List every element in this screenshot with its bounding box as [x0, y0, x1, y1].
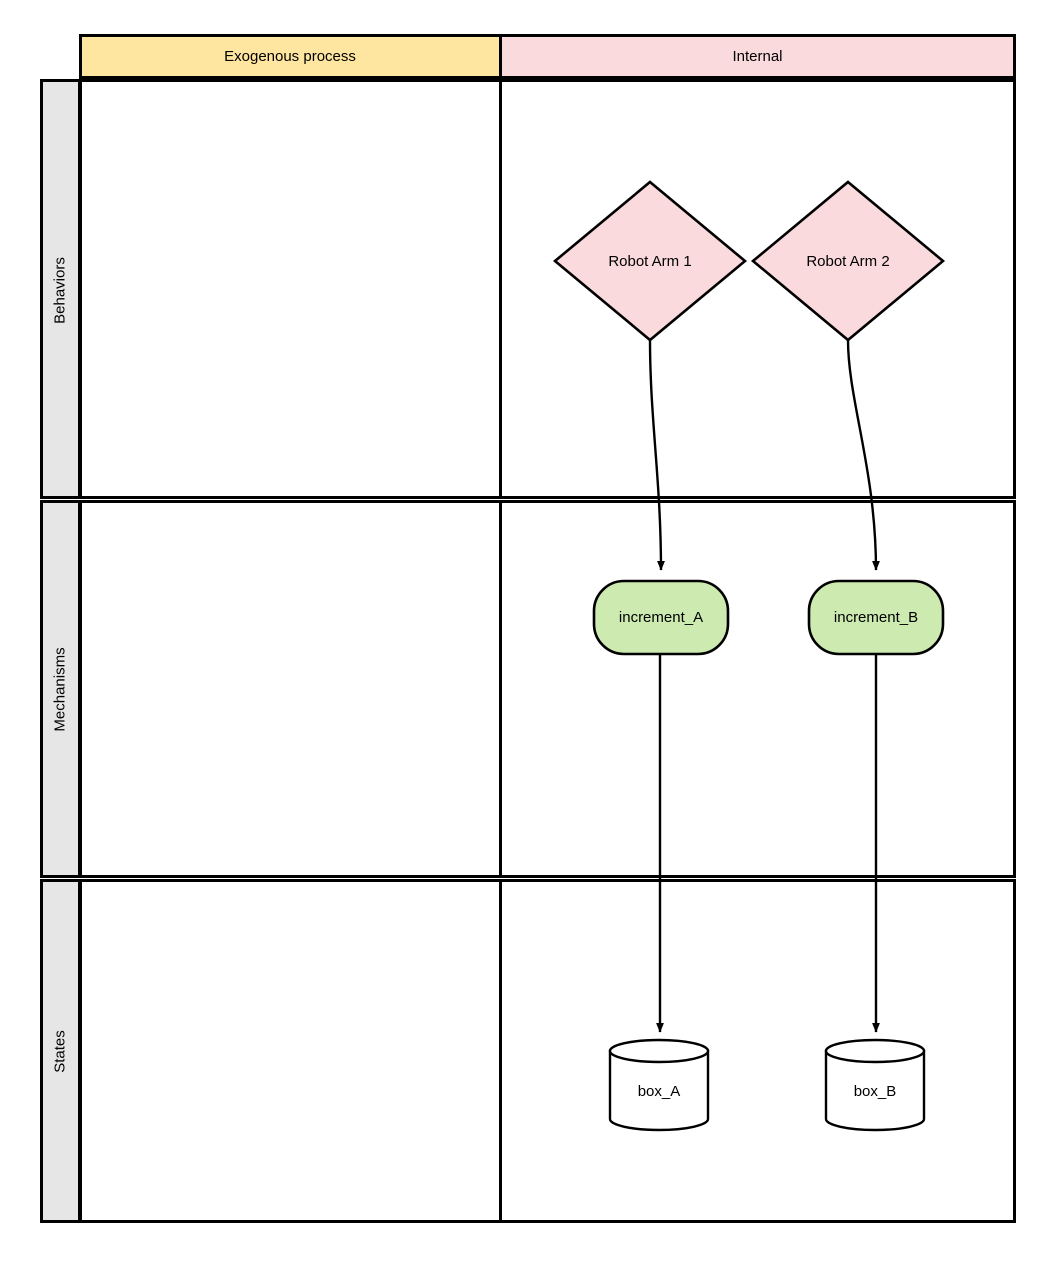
column-header-label-exogenous: Exogenous process — [224, 48, 356, 65]
node-robot-arm-2[interactable] — [750, 180, 946, 342]
row-header-label-behaviors: Behaviors — [51, 257, 69, 324]
column-header-internal — [499, 34, 1016, 79]
row-header-label-states: States — [51, 1030, 69, 1073]
row-header-label-mechanisms: Mechanisms — [51, 647, 69, 732]
edge-robot-arm-1-to-increment-a — [648, 339, 665, 571]
node-increment-b[interactable] — [807, 579, 945, 656]
lane-cell-mechanisms-exogenous — [79, 500, 502, 878]
node-robot-arm-1[interactable] — [552, 180, 748, 342]
lane-cell-states-internal — [499, 879, 1016, 1223]
lane-cell-behaviors-internal — [499, 79, 1016, 499]
column-header-label-internal: Internal — [732, 48, 783, 65]
node-box-a[interactable] — [608, 1038, 710, 1132]
column-header-exogenous — [79, 34, 502, 79]
lane-cell-behaviors-exogenous — [79, 79, 502, 499]
node-box-b[interactable] — [824, 1038, 926, 1132]
row-header-states — [40, 879, 81, 1223]
row-header-behaviors — [40, 79, 81, 499]
lane-cell-states-exogenous — [79, 879, 502, 1223]
node-increment-a[interactable] — [592, 579, 730, 656]
edge-robot-arm-2-to-increment-b — [846, 339, 880, 571]
lane-cell-mechanisms-internal — [499, 500, 1016, 878]
